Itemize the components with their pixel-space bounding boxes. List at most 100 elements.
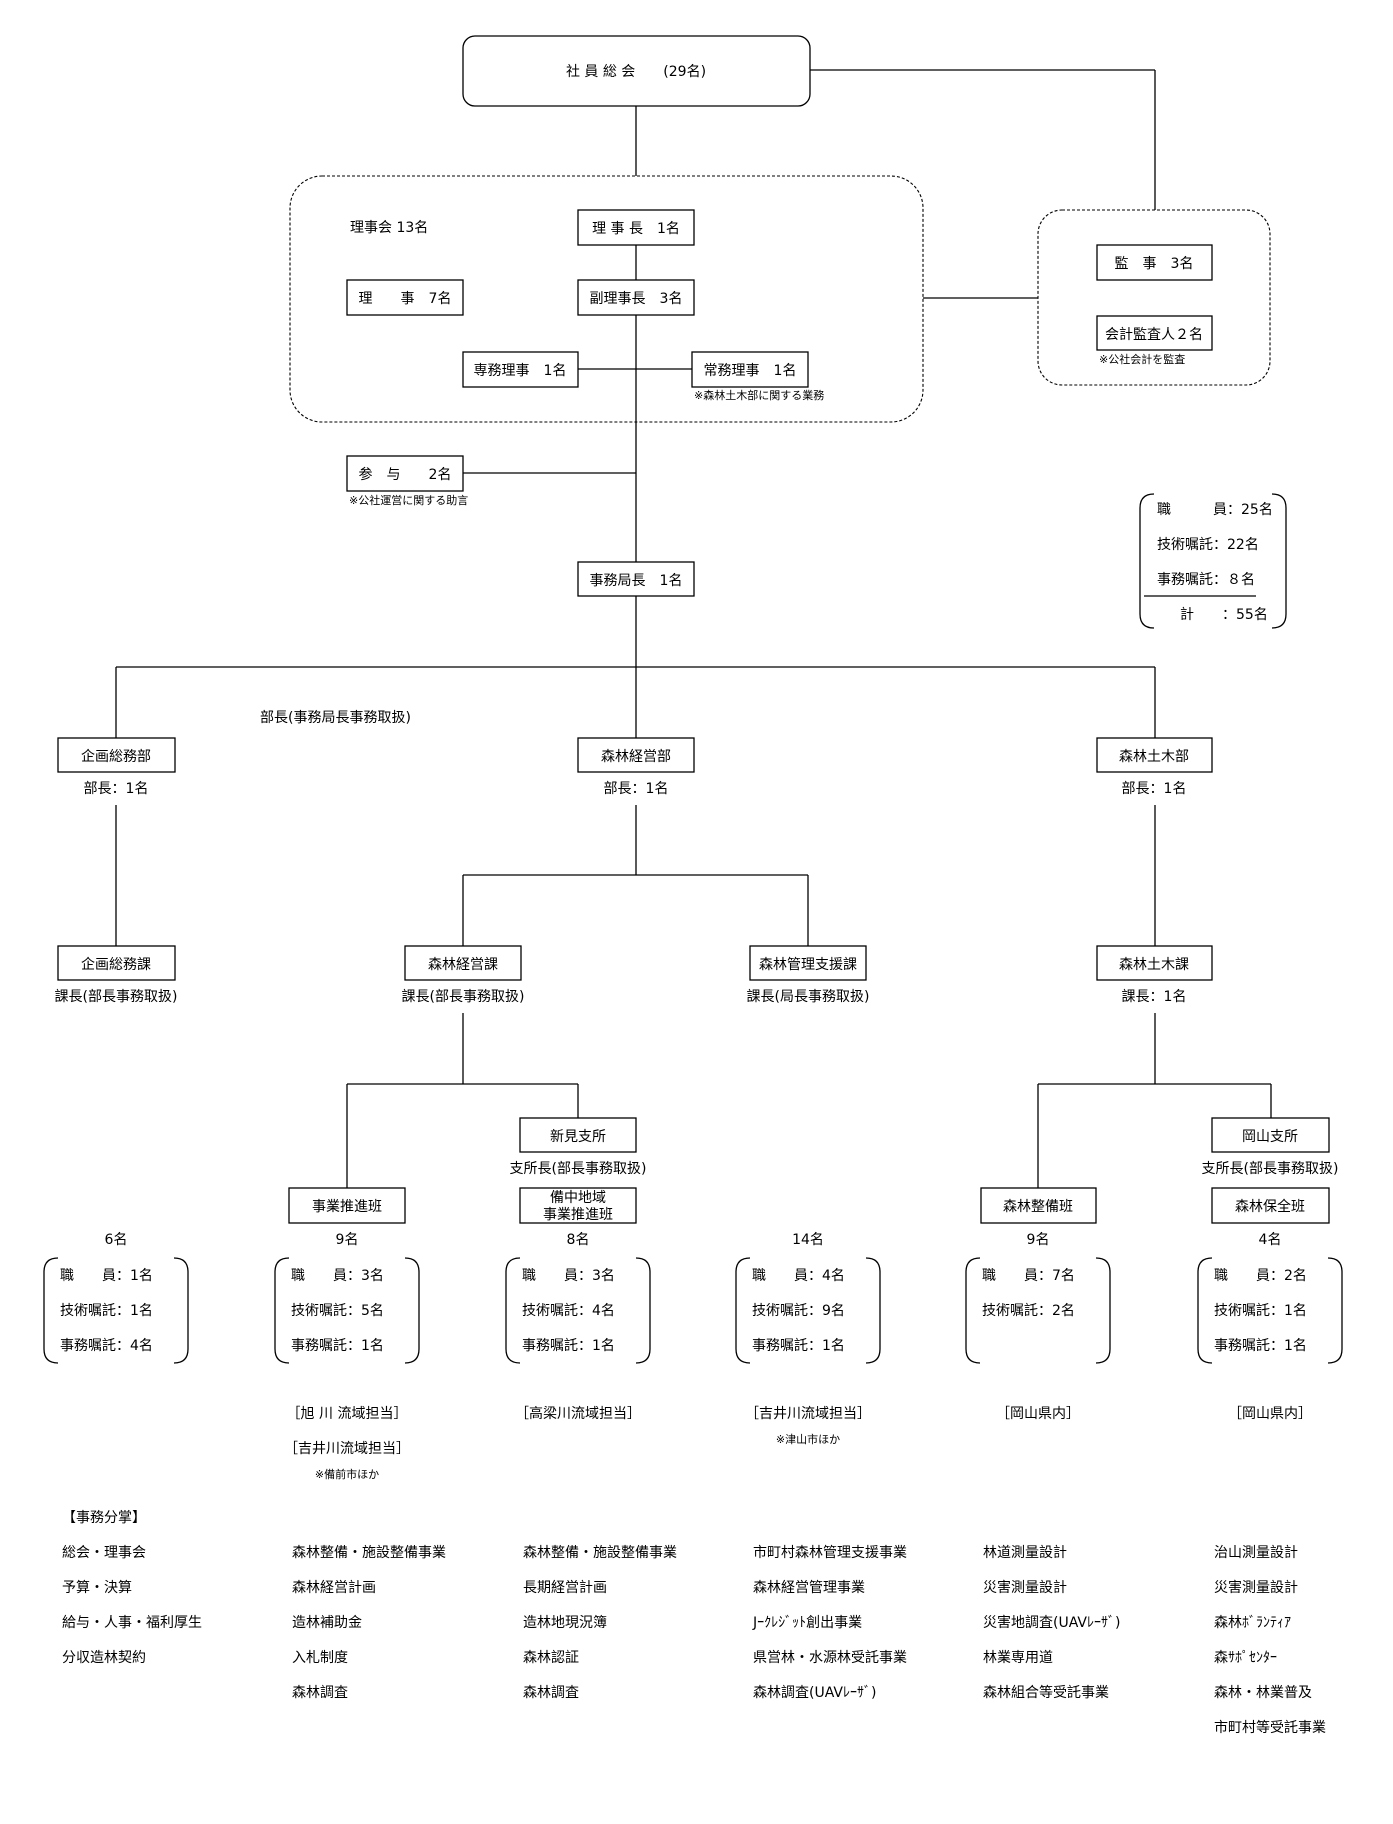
- staff-row: 技術嘱託：4名: [522, 1303, 615, 1319]
- duty-item: 森林認証: [523, 1650, 579, 1666]
- duty-item: 長期経営計画: [523, 1580, 607, 1596]
- area-maintenance: ［岡山県内］: [996, 1406, 1080, 1422]
- staff-total: 8名: [567, 1232, 590, 1248]
- area-promotion-note: ※備前市ほか: [315, 1467, 379, 1481]
- area-conservation: ［岡山県内］: [1228, 1406, 1312, 1422]
- section-forest-support-head: 課長(局長事務取扱): [747, 989, 870, 1005]
- dept-forest-eng-head: 部長：1名: [1122, 781, 1187, 797]
- summary-clerical: 事務嘱託：８名: [1157, 572, 1255, 588]
- staff-row: 職 員：7名: [982, 1268, 1075, 1284]
- branch-niimi-head: 支所長(部長事務取扱): [510, 1161, 647, 1177]
- duty-item: 入札制度: [292, 1650, 348, 1666]
- staff-row: 事務嘱託：4名: [60, 1338, 153, 1354]
- staff-bracket-right: [865, 1257, 881, 1364]
- dept-planning-box: [57, 737, 176, 773]
- advisor-label: 参 与 2名: [359, 466, 452, 483]
- auditors-label: 監 事 3名: [1115, 255, 1194, 272]
- duty-item: 予算・決算: [62, 1580, 132, 1596]
- general-assembly-label: 社 員 総 会 (29名): [566, 64, 706, 80]
- dept-planning-head: 部長：1名: [84, 781, 149, 797]
- branch-okayama-name: 岡山支所: [1242, 1129, 1298, 1145]
- dept-forest-mgmt-box: [577, 737, 695, 773]
- advisor-note: ※公社運営に関する助言: [349, 493, 468, 507]
- duty-item: 森林・林業普及: [1214, 1685, 1312, 1701]
- duty-item: 森林ﾎﾞﾗﾝﾃｨｱ: [1214, 1615, 1291, 1631]
- staff-bracket-left: [505, 1257, 521, 1364]
- staff-row: 事務嘱託：1名: [752, 1338, 845, 1354]
- staff-row: 技術嘱託：2名: [982, 1303, 1075, 1319]
- duties-column: 市町村森林管理支援事業森林経営管理事業Jｰｸﾚｼﾞｯﾄ創出事業県営林・水源林受託…: [752, 1544, 907, 1701]
- standing-director-note: ※森林土木部に関する業務: [694, 388, 824, 402]
- duty-item: 森林整備・施設整備事業: [292, 1545, 446, 1561]
- team-conservation-name: 森林保全班: [1235, 1198, 1305, 1215]
- duty-item: 市町村等受託事業: [1214, 1719, 1326, 1736]
- branch-okayama-head: 支所長(部長事務取扱): [1202, 1161, 1339, 1177]
- section-planning-head: 課長(部長事務取扱): [55, 989, 178, 1005]
- staff-row: 技術嘱託：1名: [1214, 1303, 1307, 1319]
- dept-planning-name: 企画総務部: [81, 748, 151, 765]
- staff-row: 技術嘱託：1名: [60, 1303, 153, 1319]
- dept-forest-eng-name: 森林土木部: [1119, 749, 1189, 765]
- duty-item: 林業専用道: [983, 1650, 1053, 1666]
- department-head-note: 部長(事務局長事務取扱): [260, 710, 411, 726]
- staff-bracket-left: [965, 1257, 981, 1364]
- team-maintenance-name: 森林整備班: [1003, 1199, 1073, 1215]
- staff-total: 9名: [336, 1232, 359, 1248]
- auditors-box: [1096, 244, 1213, 281]
- branch-niimi-name: 新見支所: [550, 1129, 606, 1145]
- dept-forest-mgmt-name: 森林経営部: [601, 749, 671, 765]
- board-group-frame: [289, 175, 924, 423]
- duty-item: 災害地調査(UAVﾚｰｻﾞ): [983, 1615, 1120, 1631]
- section-forest-eng-box: [1096, 945, 1213, 981]
- branch-okayama-box: [1211, 1117, 1330, 1153]
- staff-total: 14名: [792, 1232, 824, 1248]
- duty-item: 林道測量設計: [983, 1545, 1067, 1561]
- section-forest-mgmt-head: 課長(部長事務取扱): [402, 989, 525, 1005]
- duty-item: 森林経営管理事業: [753, 1580, 865, 1596]
- connector-lines: [115, 69, 1272, 1188]
- staff-total: 4名: [1259, 1232, 1282, 1248]
- section-forest-eng-name: 森林土木課: [1119, 957, 1189, 973]
- staff-row: 技術嘱託：9名: [752, 1303, 845, 1319]
- staff-total: 9名: [1027, 1232, 1050, 1248]
- staff-row: 事務嘱託：1名: [522, 1338, 615, 1354]
- secretariat-box: [577, 561, 695, 597]
- chairman-box: [577, 209, 695, 246]
- staff-row: 事務嘱託：1名: [291, 1338, 384, 1354]
- staff-bracket-left: [735, 1257, 751, 1364]
- accounting-auditor-label: 会計監査人２名: [1105, 326, 1203, 343]
- secretariat-label: 事務局長 1名: [590, 573, 683, 589]
- staff-row: 職 員：4名: [752, 1268, 845, 1284]
- team-maintenance-box: [980, 1187, 1097, 1224]
- accounting-auditor-note: ※公社会計を監査: [1099, 352, 1185, 366]
- accounting-auditor-box: [1096, 315, 1213, 351]
- staff-row: 技術嘱託：5名: [291, 1303, 384, 1319]
- section-planning-name: 企画総務課: [81, 956, 151, 973]
- duty-item: 造林補助金: [292, 1615, 362, 1631]
- staff-bracket-right: [1327, 1257, 1343, 1364]
- dept-forest-mgmt-head: 部長：1名: [604, 781, 669, 797]
- vice-chairman-label: 副理事長 3名: [590, 291, 683, 307]
- staff-bracket-right: [635, 1257, 651, 1364]
- team-promotion-name: 事業推進班: [312, 1199, 382, 1215]
- area-support-note: ※津山市ほか: [776, 1432, 840, 1446]
- duty-item: 総会・理事会: [62, 1545, 146, 1561]
- duty-item: 災害測量設計: [1214, 1580, 1298, 1596]
- staff-bracket-right: [1095, 1257, 1111, 1364]
- audit-group-frame: [1037, 209, 1271, 386]
- vice-chairman-box: [577, 279, 695, 316]
- duties-column: 治山測量設計災害測量設計森林ﾎﾞﾗﾝﾃｨｱ森ｻﾎﾟｾﾝﾀｰ森林・林業普及市町村等…: [1214, 1545, 1326, 1736]
- standing-director-box: [691, 351, 809, 388]
- staff-row: 職 員：3名: [291, 1268, 384, 1284]
- duty-item: 森林調査: [523, 1685, 579, 1701]
- duty-item: 森林整備・施設整備事業: [523, 1545, 677, 1561]
- directors-box: [346, 279, 464, 316]
